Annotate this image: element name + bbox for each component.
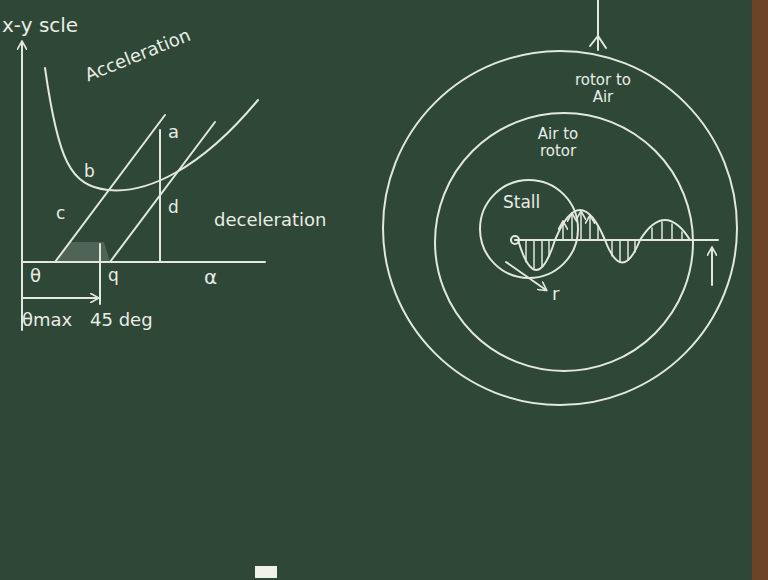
curve-label: Acceleration [82, 25, 193, 86]
radius-arrow [506, 262, 546, 290]
y-axis [21, 42, 23, 330]
velocity-profile [518, 210, 690, 270]
string-loop [590, 36, 606, 48]
board-frame [752, 0, 768, 580]
chalk-piece [255, 566, 277, 578]
angle-value: 45 deg [90, 310, 153, 331]
angle-label: θmax [22, 310, 72, 331]
drop-line [159, 130, 161, 262]
radial-line [515, 239, 718, 241]
shaded-area [56, 242, 110, 262]
point-label: d [168, 198, 179, 218]
stall-circle: Stall [479, 179, 579, 279]
axis-label: α [204, 266, 217, 289]
deceleration-line [110, 122, 215, 262]
axis-label: θ [30, 266, 41, 287]
point-label: q [108, 266, 119, 286]
acceleration-line [55, 115, 165, 262]
radius-label: r [552, 284, 559, 305]
region-label: rotor to Air [567, 72, 639, 107]
curve-label: deceleration [214, 210, 326, 231]
point-label: b [84, 162, 95, 182]
outer-circle: rotor to AirAir to rotorStall [382, 50, 738, 406]
theta-arrow [22, 297, 98, 299]
middle-circle: Air to rotorStall [434, 112, 694, 372]
point-label: a [168, 122, 179, 143]
rotation-arrow [711, 248, 713, 285]
string [597, 0, 599, 50]
characteristic-curve [45, 68, 258, 190]
region-label: Stall [503, 193, 540, 213]
region-label: Air to rotor [524, 126, 592, 161]
point-label: c [56, 204, 65, 224]
scale-note: x-y scle [2, 14, 78, 37]
profile-hatching [526, 212, 682, 268]
